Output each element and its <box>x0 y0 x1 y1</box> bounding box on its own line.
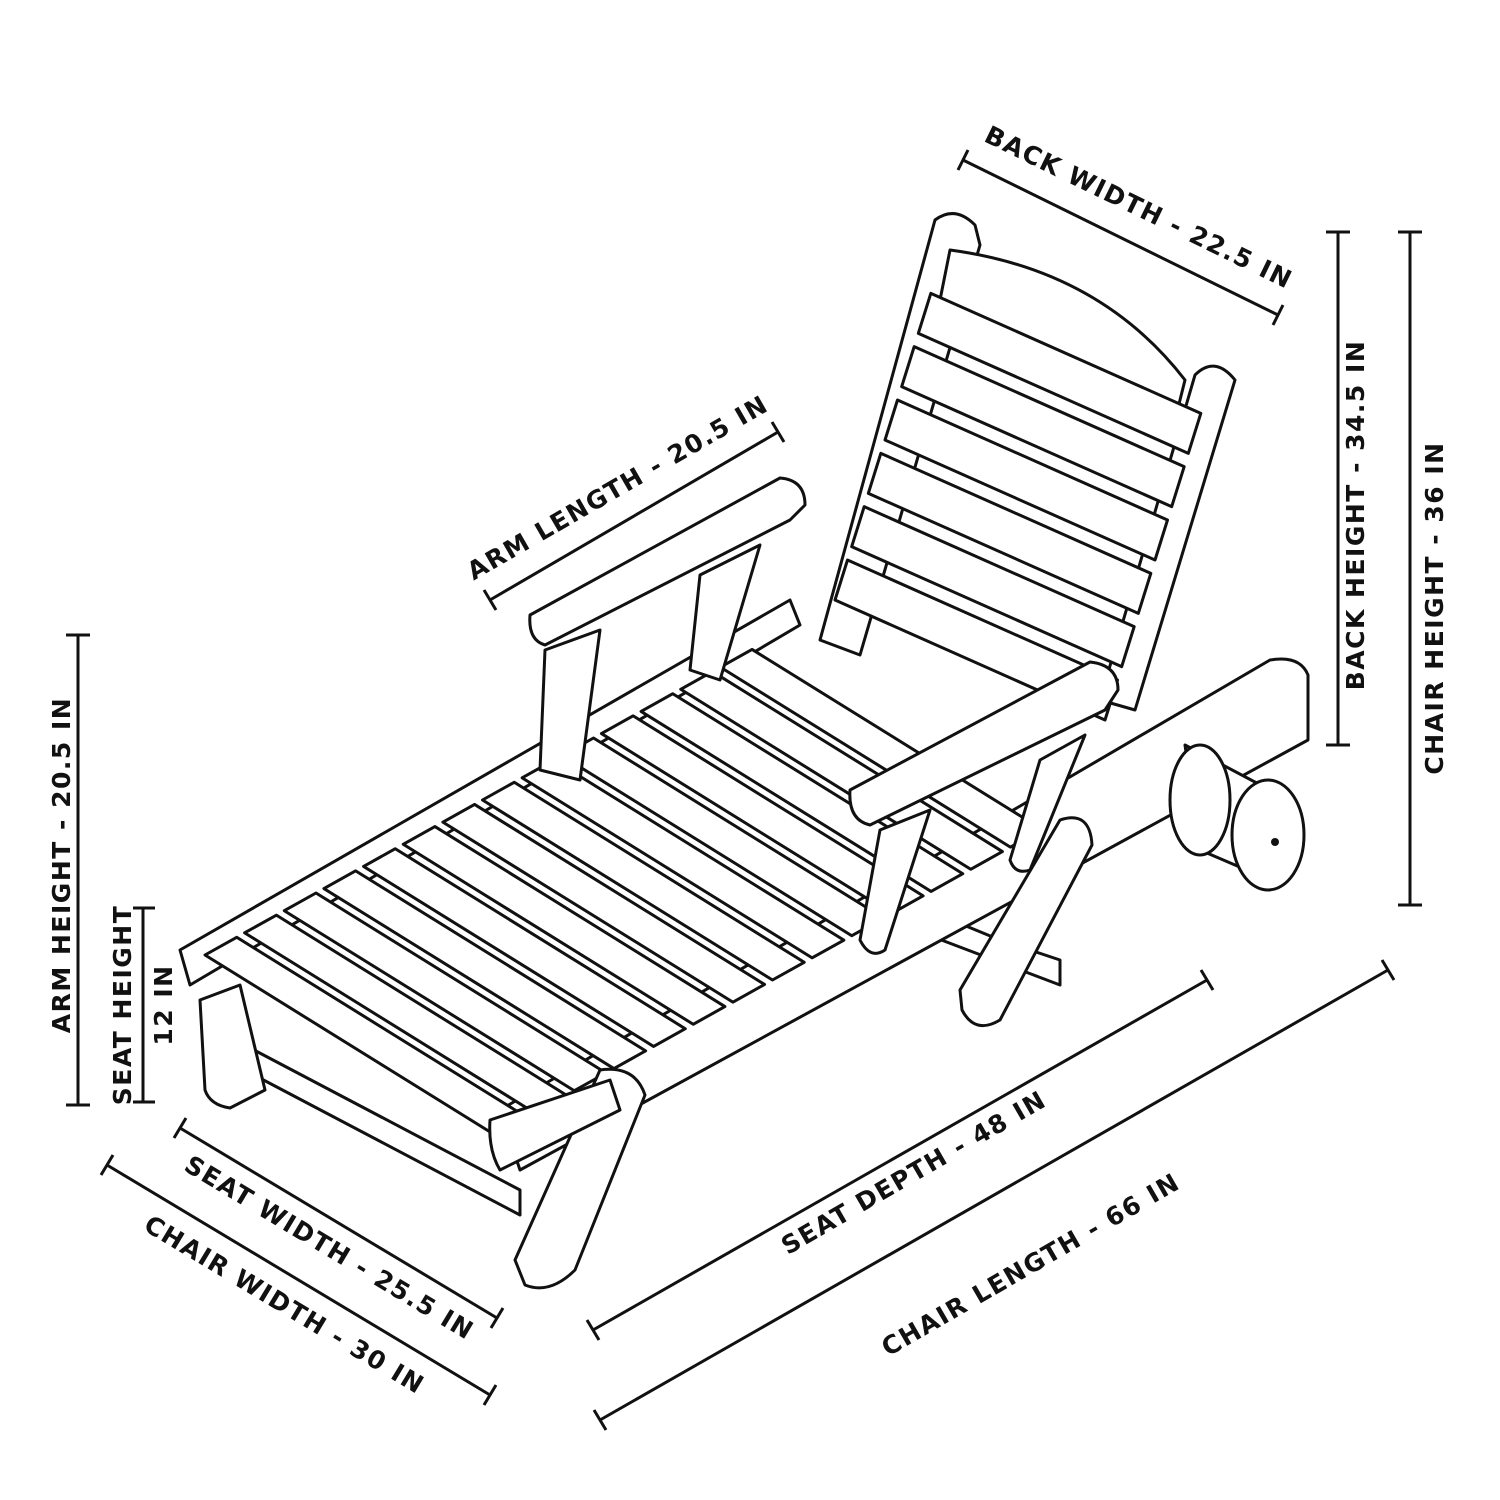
back-height-label: BACK HEIGHT - 34.5 IN <box>1341 340 1370 691</box>
seat-height-label: SEAT HEIGHT <box>108 905 137 1106</box>
chair-width-label: CHAIR WIDTH - 30 IN <box>139 1209 430 1399</box>
wheel-rear <box>1168 743 1232 857</box>
seat-depth-label: SEAT DEPTH - 48 IN <box>776 1085 1051 1261</box>
back-slat <box>883 398 1169 562</box>
back-slat <box>850 505 1136 669</box>
rear-right-leg <box>958 816 1094 1028</box>
front-board <box>488 1078 622 1172</box>
back-slat <box>916 291 1203 455</box>
wheel-assembly <box>1168 743 1306 892</box>
seat-slat <box>599 714 925 916</box>
right-armrest <box>848 660 1120 827</box>
back-post-right <box>1098 364 1237 712</box>
seat-slat <box>362 847 687 1048</box>
back-slat <box>900 345 1186 509</box>
chaise-lounge-drawing <box>178 212 1310 1290</box>
chair-height-label: CHAIR HEIGHT - 36 IN <box>1420 441 1449 774</box>
seat-slats <box>203 647 1044 1137</box>
left-arm-rear-support <box>688 543 762 682</box>
seat-slat <box>322 869 648 1071</box>
seat-height-value: 12 IN <box>149 964 178 1045</box>
side-rail-right <box>498 657 1310 1172</box>
arm-length-label: ARM LENGTH - 20.5 IN <box>462 389 773 585</box>
seat-slat <box>441 802 767 1004</box>
dimension-lines <box>66 149 1422 1431</box>
wheel-front <box>1230 778 1306 892</box>
back-slat <box>866 451 1153 615</box>
front-left-leg <box>198 983 267 1110</box>
seat-slat <box>401 825 727 1026</box>
right-arm-support <box>858 808 932 955</box>
chair-length-label: CHAIR LENGTH - 66 IN <box>877 1167 1185 1362</box>
back-slats <box>833 291 1203 722</box>
left-arm-support <box>538 628 602 782</box>
front-right-leg <box>513 1067 647 1290</box>
seat-slat <box>481 780 806 982</box>
left-armrest <box>528 476 807 647</box>
arm-height-label: ARM HEIGHT - 20.5 IN <box>47 697 76 1033</box>
